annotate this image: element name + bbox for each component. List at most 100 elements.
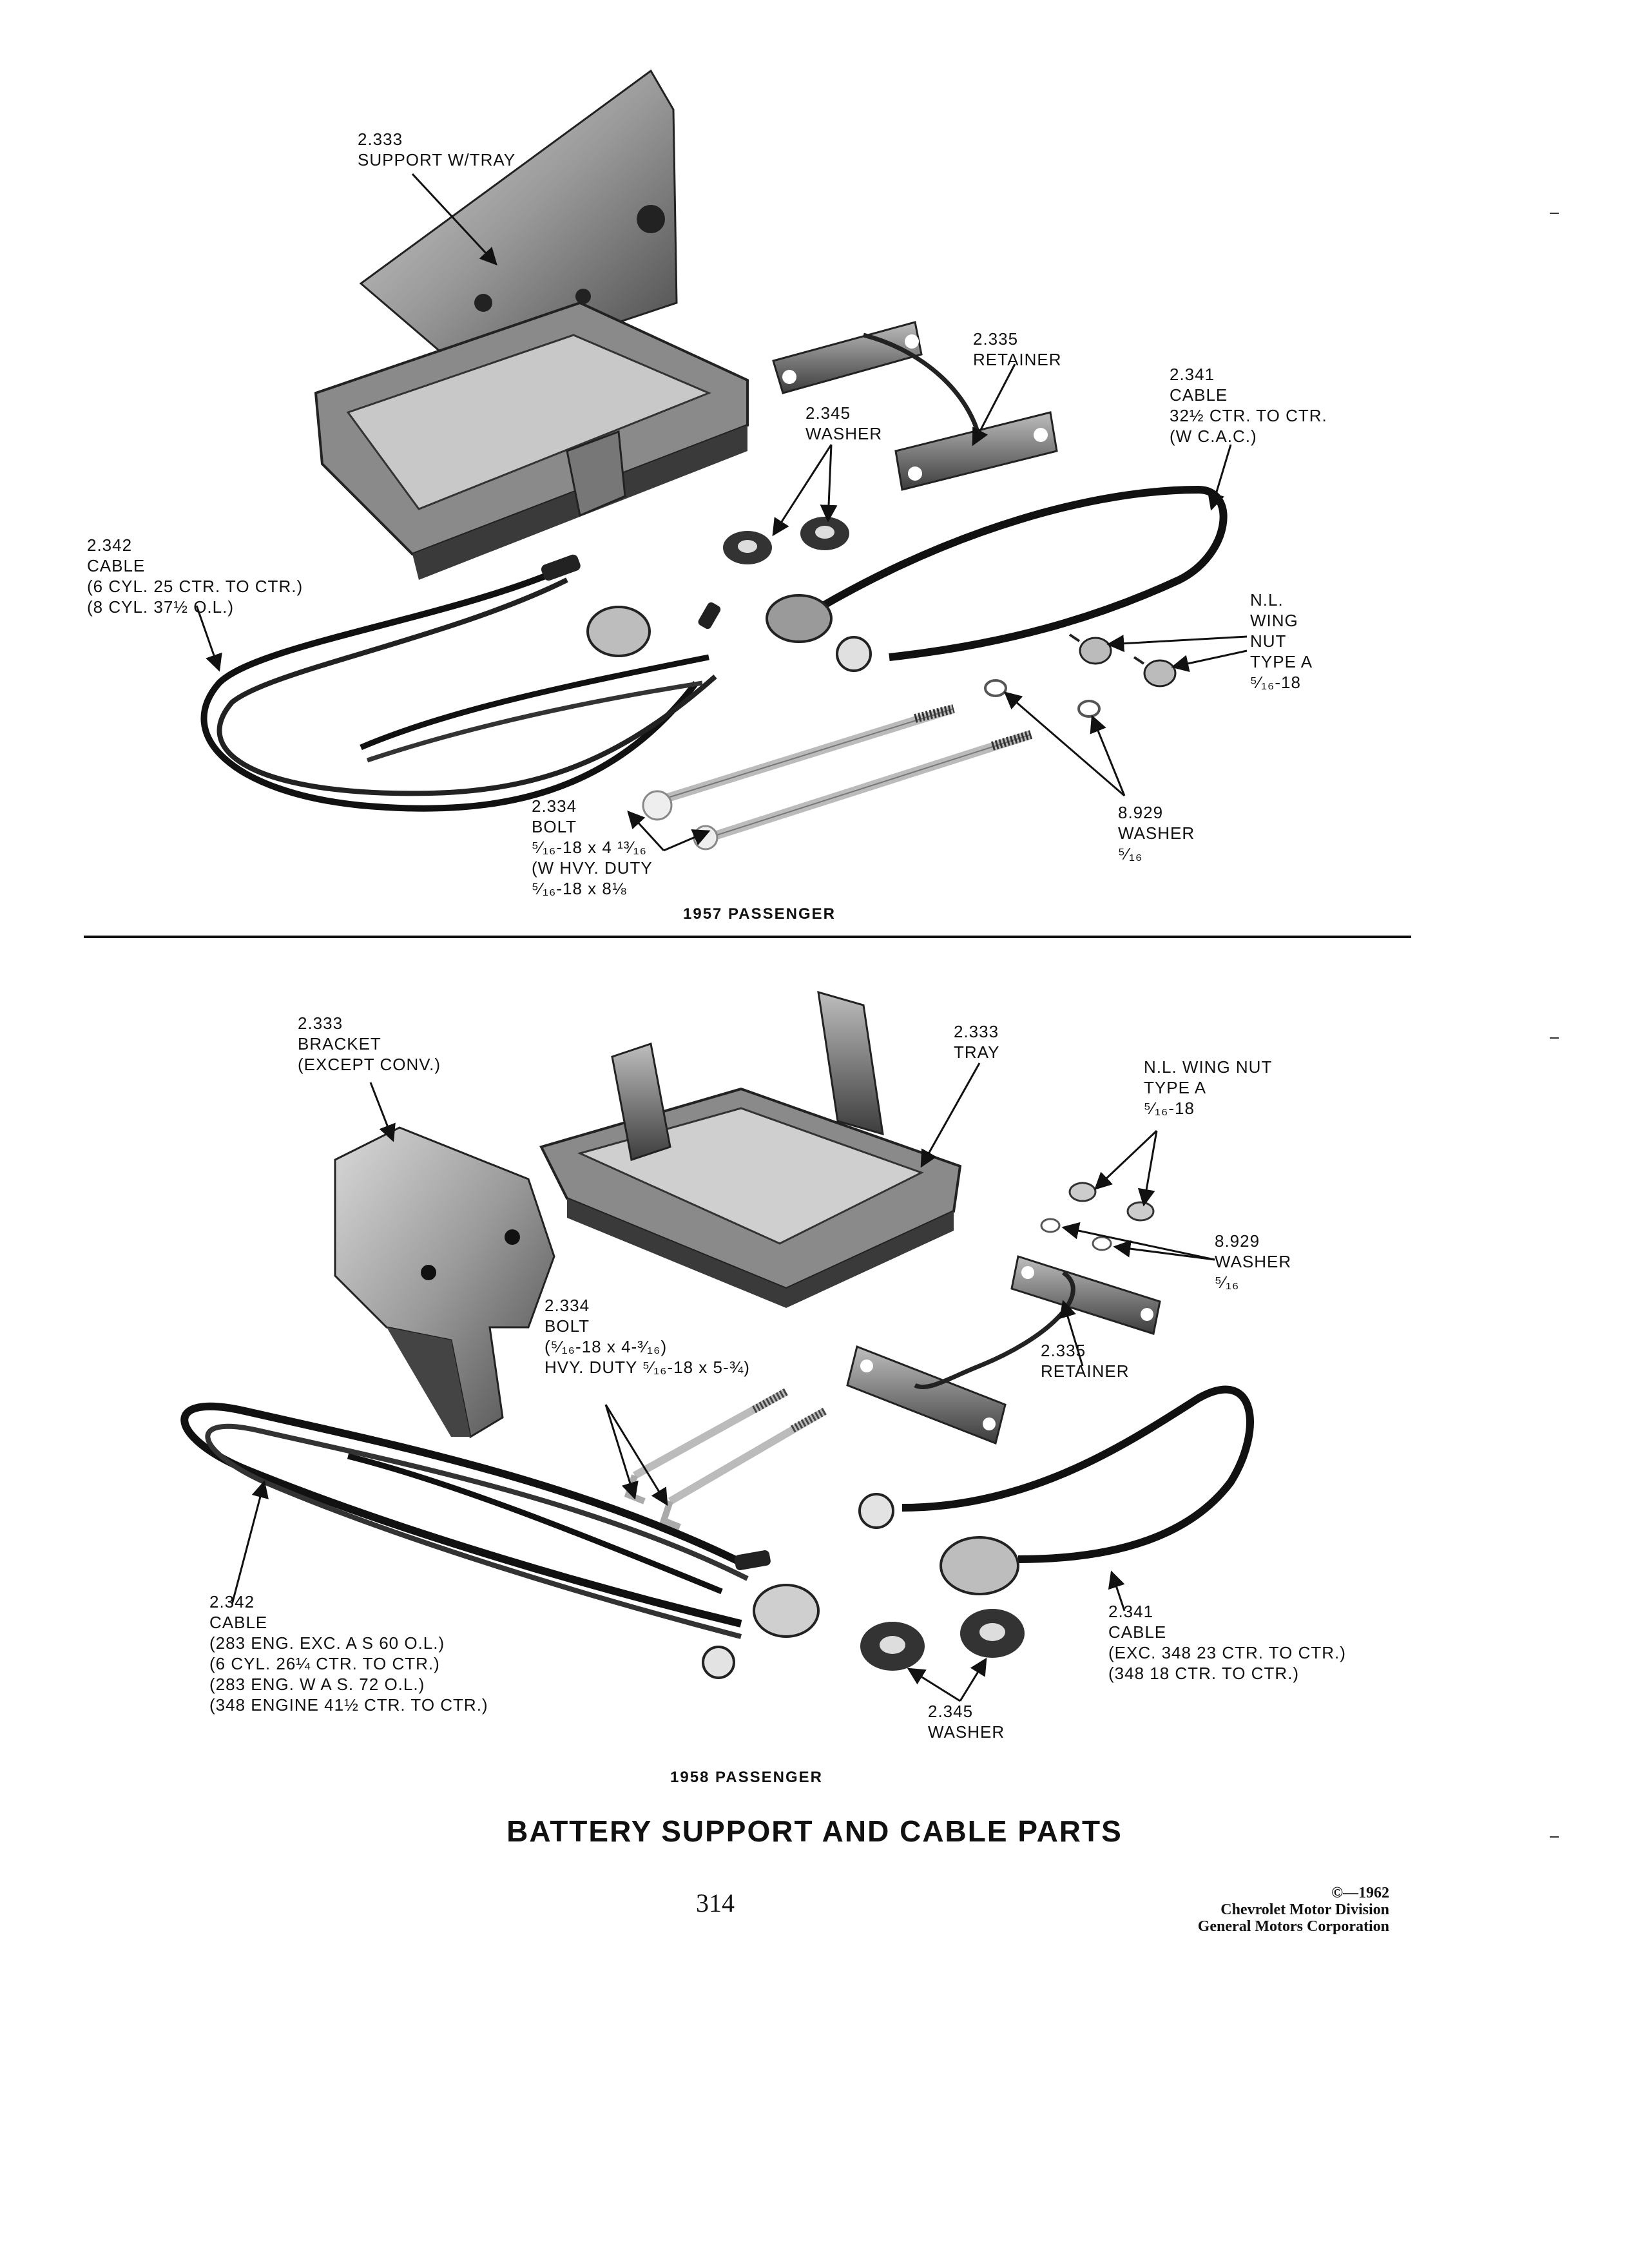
- part-description: CABLE: [87, 556, 146, 575]
- part-spec: TYPE A: [1144, 1078, 1207, 1097]
- cable-2342-1958: [180, 1402, 820, 1679]
- scan-mark: [1550, 1037, 1559, 1039]
- part-description: WASHER: [1215, 1252, 1292, 1271]
- part-spec: ⁵⁄₁₆: [1118, 844, 1143, 863]
- label-cable-2342-1958: 2.342 CABLE (283 ENG. EXC. A S 60 O.L.) …: [209, 1591, 488, 1715]
- label-bolt-2334-1958: 2.334 BOLT (⁵⁄₁₆-18 x 4-³⁄₁₆) HVY. DUTY …: [545, 1295, 750, 1378]
- part-description: WASHER: [805, 424, 883, 443]
- scan-mark: [1550, 1836, 1559, 1838]
- part-description: CABLE: [1108, 1622, 1167, 1642]
- label-washer-2345-1958: 2.345 WASHER: [928, 1701, 1005, 1742]
- retainer-1958: [846, 1255, 1161, 1445]
- washer-2345-1957: [723, 517, 849, 564]
- label-bolt-2334-1957: 2.334 BOLT ⁵⁄₁₆-18 x 4 ¹³⁄₁₆ (W HVY. DUT…: [532, 796, 653, 899]
- part-description: WASHER: [1118, 823, 1195, 843]
- label-washer-2345-1957: 2.345 WASHER: [805, 403, 882, 444]
- part-number: 2.335: [1041, 1341, 1086, 1360]
- part-number: 2.334: [545, 1296, 590, 1315]
- bolt-2334-1957: [642, 704, 1033, 850]
- part-description: WASHER: [928, 1722, 1005, 1742]
- part-spec: 32½ CTR. TO CTR.: [1170, 406, 1327, 425]
- tray-1958: [539, 990, 962, 1308]
- part-spec: (⁵⁄₁₆-18 x 4-³⁄₁₆): [545, 1337, 668, 1356]
- washer-2345-1958: [860, 1609, 1025, 1671]
- part-spec: TYPE A: [1250, 652, 1313, 671]
- page-title: BATTERY SUPPORT AND CABLE PARTS: [506, 1814, 1123, 1848]
- part-description: BRACKET: [298, 1034, 381, 1053]
- label-retainer-1958: 2.335 RETAINER: [1041, 1340, 1130, 1381]
- part-spec: ⁵⁄₁₆-18: [1250, 673, 1301, 692]
- label-washer-8929-1958: 8.929 WASHER ⁵⁄₁₆: [1215, 1231, 1291, 1293]
- part-number: 8.929: [1215, 1231, 1260, 1251]
- part-spec: (8 CYL. 37½ O.L.): [87, 597, 234, 617]
- part-description: TRAY: [954, 1043, 1000, 1062]
- label-cable-2341-1957: 2.341 CABLE 32½ CTR. TO CTR. (W C.A.C.): [1170, 364, 1327, 447]
- label-wing-nut-1958: N.L. WING NUT TYPE A ⁵⁄₁₆-18: [1144, 1057, 1272, 1119]
- support-tray-1957: [314, 69, 749, 580]
- part-number: 2.342: [209, 1592, 255, 1611]
- part-spec: (W HVY. DUTY: [532, 858, 653, 878]
- copyright-corporation: General Motors Corporation: [1197, 1918, 1389, 1935]
- part-spec: (6 CYL. 26¼ CTR. TO CTR.): [209, 1654, 440, 1673]
- part-number: 2.333: [358, 130, 403, 149]
- copyright-division: Chevrolet Motor Division: [1220, 1901, 1389, 1918]
- label-retainer-1957: 2.335 RETAINER: [973, 329, 1062, 370]
- part-spec: (348 ENGINE 41½ CTR. TO CTR.): [209, 1695, 488, 1715]
- retainer-1957: [772, 321, 1058, 491]
- caption-1958: 1958 PASSENGER: [670, 1769, 823, 1786]
- part-description: N.L. WING NUT: [1144, 1057, 1273, 1077]
- label-wing-nut-1957: N.L. WING NUT TYPE A ⁵⁄₁₆-18: [1250, 590, 1313, 693]
- caption-1957: 1957 PASSENGER: [683, 905, 836, 923]
- part-number: 2.334: [532, 796, 577, 816]
- label-support-tray-1957: 2.333 SUPPORT W/TRAY: [358, 129, 516, 170]
- part-spec: ⁵⁄₁₆-18 x 8⅛: [532, 879, 627, 898]
- leaders-1957: [195, 173, 1248, 852]
- part-description: CABLE: [209, 1613, 268, 1632]
- scan-mark: [1550, 213, 1559, 214]
- bolt-2334-1958: [624, 1388, 827, 1530]
- part-number: 2.341: [1108, 1602, 1154, 1621]
- part-spec: (348 18 CTR. TO CTR.): [1108, 1664, 1299, 1683]
- part-spec: (EXC. 348 23 CTR. TO CTR.): [1108, 1643, 1346, 1662]
- bracket-1958: [334, 1126, 555, 1439]
- label-washer-8929-1957: 8.929 WASHER ⁵⁄₁₆: [1118, 802, 1195, 864]
- part-number: 2.345: [805, 403, 851, 423]
- part-spec: (W C.A.C.): [1170, 427, 1257, 446]
- part-number: 2.341: [1170, 365, 1215, 384]
- label-tray-1958: 2.333 TRAY: [954, 1021, 999, 1062]
- part-number: 2.345: [928, 1702, 974, 1721]
- copyright-notice: ©—1962 Chevrolet Motor Division General …: [1198, 1885, 1389, 1935]
- label-bracket-1958: 2.333 BRACKET (EXCEPT CONV.): [298, 1013, 441, 1075]
- part-spec: (EXCEPT CONV.): [298, 1055, 441, 1074]
- cable-2341-1957: [766, 485, 1228, 672]
- part-number: 2.335: [973, 329, 1019, 349]
- part-spec: ⁵⁄₁₆: [1215, 1273, 1240, 1292]
- part-description: WING: [1250, 611, 1298, 630]
- part-number: N.L.: [1250, 590, 1284, 610]
- label-cable-2341-1958: 2.341 CABLE (EXC. 348 23 CTR. TO CTR.) (…: [1108, 1601, 1346, 1684]
- section-divider: [84, 936, 1411, 938]
- part-number: 8.929: [1118, 803, 1164, 822]
- part-spec: (283 ENG. W A S. 72 O.L.): [209, 1675, 425, 1694]
- wing-nuts-1958: [1040, 1182, 1155, 1251]
- cable-2341-1958: [858, 1385, 1254, 1595]
- part-description: CABLE: [1170, 385, 1228, 405]
- part-description: RETAINER: [973, 350, 1062, 369]
- part-number: 2.333: [298, 1014, 343, 1033]
- part-spec: (283 ENG. EXC. A S 60 O.L.): [209, 1633, 445, 1653]
- wing-nuts-1957: [984, 633, 1187, 718]
- part-spec: (6 CYL. 25 CTR. TO CTR.): [87, 577, 304, 596]
- part-description: SUPPORT W/TRAY: [358, 150, 516, 169]
- label-cable-2342-1957: 2.342 CABLE (6 CYL. 25 CTR. TO CTR.) (8 …: [87, 535, 303, 617]
- leaders-1958: [231, 1062, 1215, 1702]
- part-spec: ⁵⁄₁₆-18: [1144, 1099, 1195, 1118]
- part-spec: HVY. DUTY ⁵⁄₁₆-18 x 5-¾): [545, 1358, 750, 1377]
- part-description: BOLT: [545, 1316, 590, 1336]
- part-description: RETAINER: [1041, 1361, 1130, 1381]
- page-number: 314: [696, 1888, 735, 1917]
- copyright-year: ©—1962: [1331, 1885, 1389, 1901]
- part-number: 2.342: [87, 535, 133, 555]
- cable-2342-1957: [200, 554, 721, 812]
- part-spec: ⁵⁄₁₆-18 x 4 ¹³⁄₁₆: [532, 838, 648, 857]
